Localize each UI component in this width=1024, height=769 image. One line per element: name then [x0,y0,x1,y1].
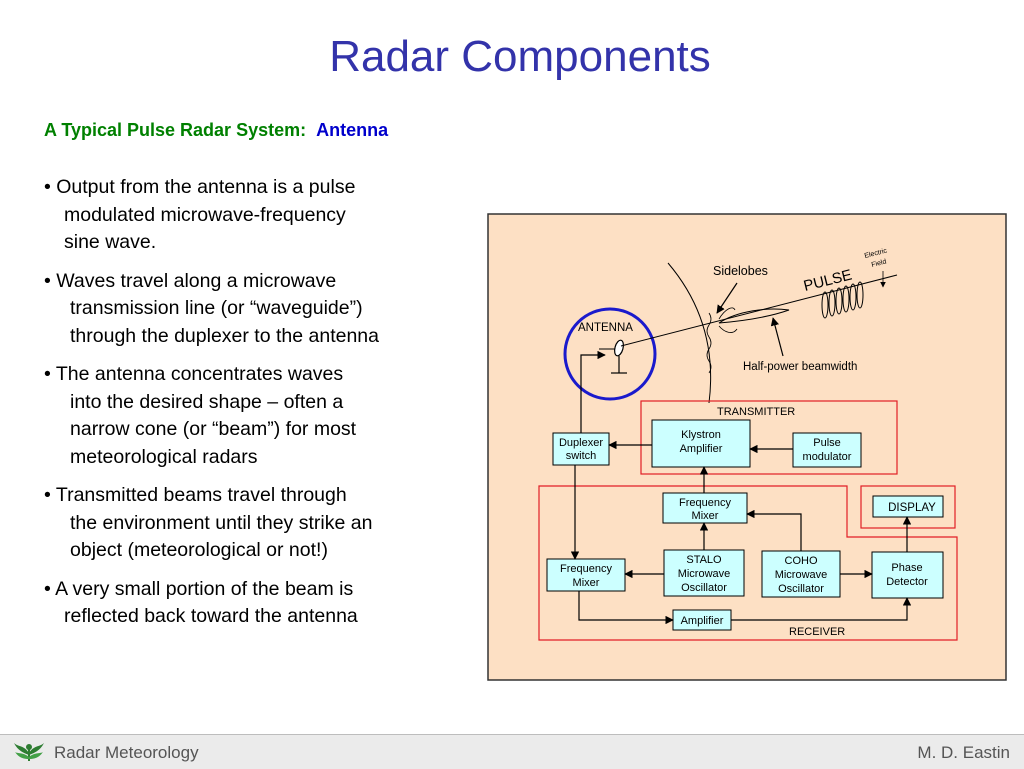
pulse-modulator-label-2: modulator [803,451,852,463]
beam-wavefront-wiggle [706,312,712,374]
pulse-modulator-label-1: Pulse [813,437,841,449]
duplexer-switch-block: Duplexer switch [552,432,610,466]
klystron-label-1: Klystron [681,429,721,441]
slide-footer: Radar Meteorology M. D. Eastin [0,734,1024,769]
freq-mixer-top-label-1: Frequency [679,497,731,509]
freq-mixer-left-label-2: Mixer [573,577,600,589]
klystron-label-2: Amplifier [680,443,723,455]
bullet-line: the environment until they strike an [70,511,373,534]
stalo-oscillator-block: STALO Microwave Oscillator [663,549,745,597]
bullet-line: sine wave. [64,231,157,253]
footer-author: M. D. Eastin [917,743,1010,762]
klystron-amplifier-block: Klystron Amplifier [651,419,751,468]
bullet-line: • A very small portion of the beam is [44,577,354,600]
receiver-section [538,485,958,641]
display-label: DISPLAY [888,502,936,514]
bullet-item: • A very small portion of the beam is re… [44,576,464,631]
phase-detector-label-1: Phase [891,562,922,574]
coho-oscillator-block: COHO Microwave Oscillator [761,550,841,598]
half-power-arrow [770,317,784,357]
freq-mixer-left-label-1: Frequency [560,563,612,575]
bullet-list: • Output from the antenna is a pulse mod… [44,174,464,642]
bullet-line: • The antenna concentrates waves [44,363,344,385]
duplexer-label-2: switch [566,450,597,462]
bullet-item: • The antenna concentrates waves into th… [44,361,464,471]
display-section [860,485,956,529]
freq-mixer-top-label-2: Mixer [692,510,719,522]
bullet-line: modulated microwave-frequency [64,203,346,226]
bullet-line: • Transmitted beams travel through [44,484,347,506]
sidelobe-upper [718,307,736,320]
sidelobes-arrow [716,282,738,314]
signal-flow-connectors [570,350,912,625]
footer-course-name: Radar Meteorology [54,743,199,762]
duplexer-label-1: Duplexer [559,437,603,449]
half-power-beamwidth-label: Half-power beamwidth [743,361,857,373]
beam-wavefront-arc [667,262,712,404]
pulse-coil-shape [821,281,864,319]
electric-field-label-2: Field [871,258,888,268]
main-lobe-shape [718,308,790,324]
bullet-line: • Output from the antenna is a pulse [44,176,356,198]
frequency-mixer-top-block: Frequency Mixer [662,492,748,524]
coho-label-3: Oscillator [778,583,824,595]
pulse-modulator-block: Pulse modulator [792,432,862,468]
bullet-line: reflected back toward the antenna [64,605,358,627]
bullet-item: • Waves travel along a microwave transmi… [44,268,464,351]
course-logo-icon [14,743,44,761]
phase-detector-block: Phase Detector [871,551,944,599]
bullet-line: transmission line (or “waveguide”) [70,297,363,319]
bullet-item: • Transmitted beams travel through the e… [44,482,464,565]
receiver-label: RECEIVER [789,626,845,638]
slide-title: Radar Components [329,32,711,81]
stalo-label-3: Oscillator [681,582,727,594]
bullet-line: narrow cone (or “beam”) for most [70,418,357,440]
subtitle-accent: Antenna [316,120,389,140]
bullet-line: into the desired shape – often a [70,390,344,413]
bullet-line: object (meteorological or not!) [70,539,328,561]
amplifier-block: Amplifier [672,609,732,631]
bullet-line: through the duplexer to the antenna [70,324,379,347]
amplifier-label: Amplifier [681,615,724,627]
subtitle-main: A Typical Pulse Radar System: [44,120,307,140]
slide-subtitle: A Typical Pulse Radar System: Antenna [44,120,388,141]
bullet-item: • Output from the antenna is a pulse mod… [44,174,464,257]
radar-block-diagram: ANTENNA PULSE Electric Field Sidelobes H… [487,213,1007,681]
sidelobe-lower [718,325,738,333]
antenna-icon [599,339,627,374]
phase-detector-label-2: Detector [886,576,928,588]
stalo-label-2: Microwave [678,568,731,580]
antenna-highlight-circle [563,307,657,401]
transmitter-label: TRANSMITTER [717,406,795,418]
bullet-line: meteorological radars [70,445,258,468]
stalo-label-1: STALO [686,554,722,566]
bullet-line: • Waves travel along a microwave [44,269,337,292]
frequency-mixer-left-block: Frequency Mixer [546,558,626,592]
sidelobes-label: Sidelobes [713,264,768,278]
coho-label-1: COHO [785,555,818,567]
display-block: DISPLAY [872,495,944,518]
coho-label-2: Microwave [775,569,828,581]
antenna-label: ANTENNA [578,322,633,334]
transmitter-section [640,400,898,475]
